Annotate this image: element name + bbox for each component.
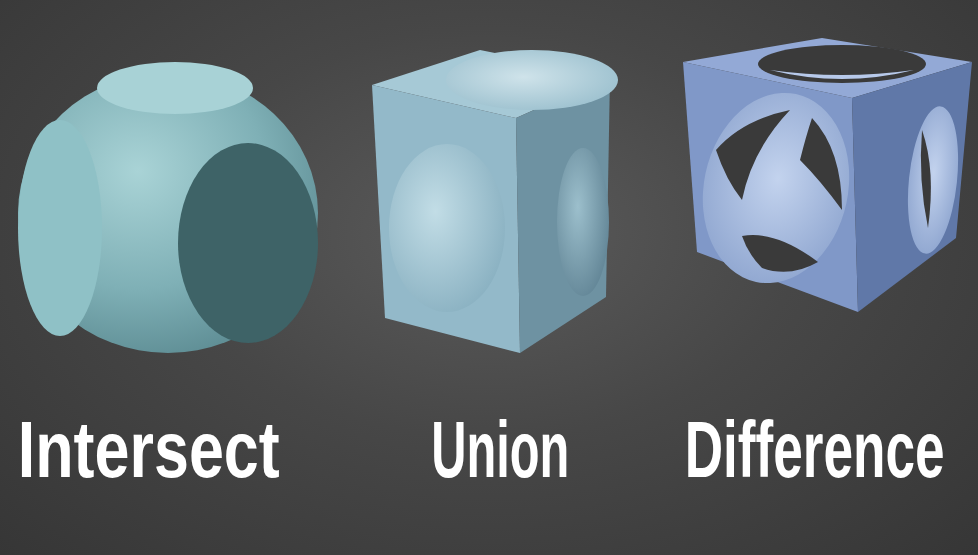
see-through-gap — [800, 118, 842, 210]
cube-right — [516, 76, 610, 353]
intersect-shape — [18, 62, 318, 353]
inner-surface — [770, 70, 914, 79]
see-through-gap — [716, 110, 790, 200]
sphere-dome-top — [446, 50, 618, 110]
flat-face-left — [18, 120, 102, 336]
hole-right — [901, 104, 964, 256]
operation-label: Intersect — [18, 410, 280, 490]
see-through-gap — [921, 130, 931, 228]
sphere-body — [18, 73, 318, 353]
operation-label: Union — [431, 410, 569, 490]
hole-left — [686, 79, 867, 297]
difference-shape — [683, 38, 972, 312]
operation-label: Difference — [685, 410, 945, 490]
see-through-gap — [742, 235, 818, 272]
flat-face-right — [178, 143, 318, 343]
cube-right — [852, 62, 972, 312]
sphere-bulge-right — [557, 148, 609, 296]
sphere-bulge-left — [389, 144, 505, 312]
hole-top — [758, 45, 926, 83]
union-shape — [372, 50, 618, 353]
cube-left — [372, 85, 520, 353]
flat-face-top — [97, 62, 253, 114]
